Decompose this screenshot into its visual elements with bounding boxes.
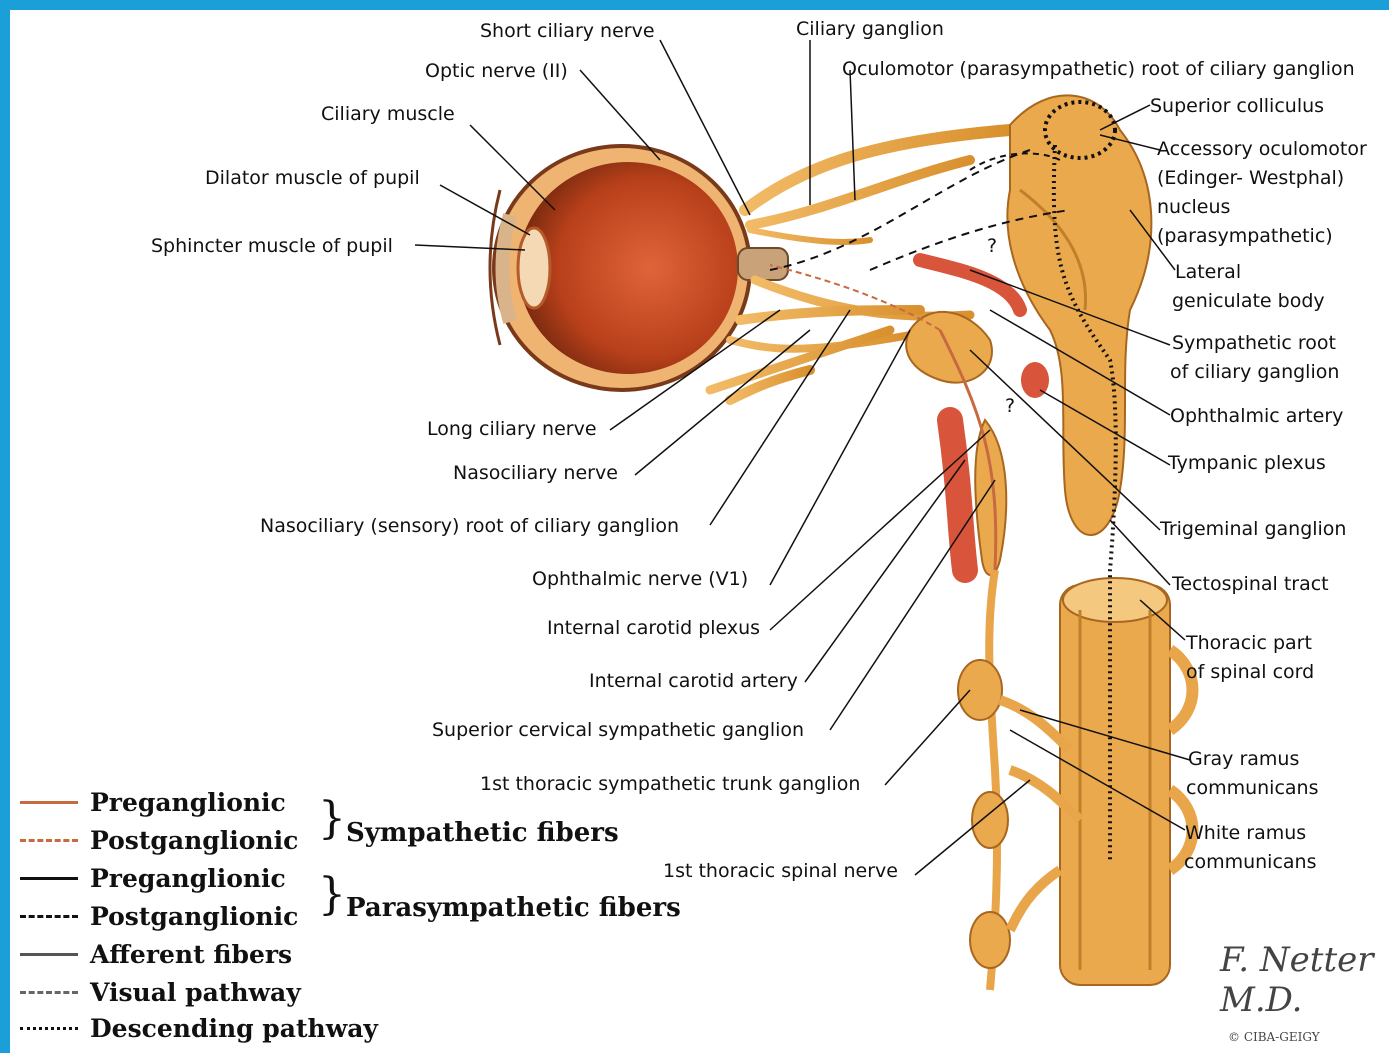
legend-para-post: Postganglionic [20,899,298,933]
figure-frame: Short ciliary nerve Ciliary ganglion Opt… [10,10,1389,1053]
label-optic-nerve: Optic nerve (II) [425,60,568,82]
label-sphincter-muscle: Sphincter muscle of pupil [151,235,393,257]
label-accessory-oculomotor-4: (parasympathetic) [1157,225,1333,247]
label-ciliary-muscle: Ciliary muscle [321,103,455,125]
label-lateral-geniculate-1: Lateral [1175,261,1241,283]
label-trigeminal-ganglion: Trigeminal ganglion [1160,518,1346,540]
label-superior-colliculus: Superior colliculus [1150,95,1324,117]
legend-visual: Visual pathway [20,975,301,1009]
label-tympanic-plexus: Tympanic plexus [1168,452,1326,474]
legend-text: Preganglionic [90,864,286,893]
legend: Preganglionic Postganglionic } Sympathet… [20,785,720,1053]
legend-afferent: Afferent fibers [20,937,292,971]
label-tectospinal-tract: Tectospinal tract [1172,573,1329,595]
legend-text: Preganglionic [90,788,286,817]
label-ciliary-ganglion: Ciliary ganglion [796,18,944,40]
label-lateral-geniculate-2: geniculate body [1172,290,1325,312]
label-accessory-oculomotor-3: nucleus [1157,196,1230,218]
label-dilator-muscle: Dilator muscle of pupil [205,167,420,189]
eyeball [490,146,788,390]
label-thoracic-spinal-cord-2: of spinal cord [1186,661,1314,683]
legend-sym-pre: Preganglionic [20,785,286,819]
copyright-mark: © CIBA-GEIGY [1228,1030,1320,1044]
label-oculomotor-root: Oculomotor (parasympathetic) root of cil… [842,58,1355,80]
label-accessory-oculomotor-2: (Edinger- Westphal) [1157,167,1344,189]
legend-sym-post: Postganglionic [20,823,298,857]
legend-text: Postganglionic [90,902,298,931]
legend-group-parasympathetic: Parasympathetic fibers [346,893,681,923]
label-superior-cervical-ganglion: Superior cervical sympathetic ganglion [432,719,804,741]
legend-swatch [20,877,78,880]
superior-cervical-ganglion [975,420,1006,575]
label-question-mark-1: ? [987,235,997,257]
legend-para-pre: Preganglionic [20,861,286,895]
label-internal-carotid-plexus: Internal carotid plexus [547,617,760,639]
legend-text: Postganglionic [90,826,298,855]
label-white-ramus-1: White ramus [1185,822,1306,844]
legend-swatch [20,801,78,804]
label-long-ciliary-nerve: Long ciliary nerve [427,418,597,440]
label-nasociliary-root: Nasociliary (sensory) root of ciliary ga… [260,515,679,537]
legend-text: Afferent fibers [90,940,292,969]
legend-swatch [20,1027,78,1030]
legend-descending: Descending pathway [20,1011,378,1045]
spinal-cord [1060,578,1170,985]
artist-signature: F. Netter M.D. [1220,940,1389,1020]
legend-brace-para: } [318,869,346,920]
legend-group-sympathetic: Sympathetic fibers [346,818,619,848]
label-accessory-oculomotor-1: Accessory oculomotor [1157,138,1367,160]
label-ophthalmic-nerve: Ophthalmic nerve (V1) [532,568,748,590]
legend-swatch [20,839,78,842]
label-internal-carotid-artery: Internal carotid artery [589,670,798,692]
legend-text: Descending pathway [90,1014,378,1043]
legend-brace-sym: } [318,793,346,844]
label-white-ramus-2: communicans [1184,851,1316,873]
legend-swatch [20,991,78,994]
label-short-ciliary-nerve: Short ciliary nerve [480,20,655,42]
label-thoracic-spinal-cord-1: Thoracic part [1186,632,1312,654]
label-sympathetic-root-1: Sympathetic root [1172,332,1336,354]
label-sympathetic-root-2: of ciliary ganglion [1170,361,1339,383]
label-ophthalmic-artery: Ophthalmic artery [1170,405,1343,427]
label-gray-ramus-2: communicans [1186,777,1318,799]
legend-swatch [20,915,78,918]
label-question-mark-2: ? [1005,395,1015,417]
label-gray-ramus-1: Gray ramus [1188,748,1299,770]
legend-swatch [20,953,78,956]
label-nasociliary-nerve: Nasociliary nerve [453,462,618,484]
legend-text: Visual pathway [90,978,301,1007]
